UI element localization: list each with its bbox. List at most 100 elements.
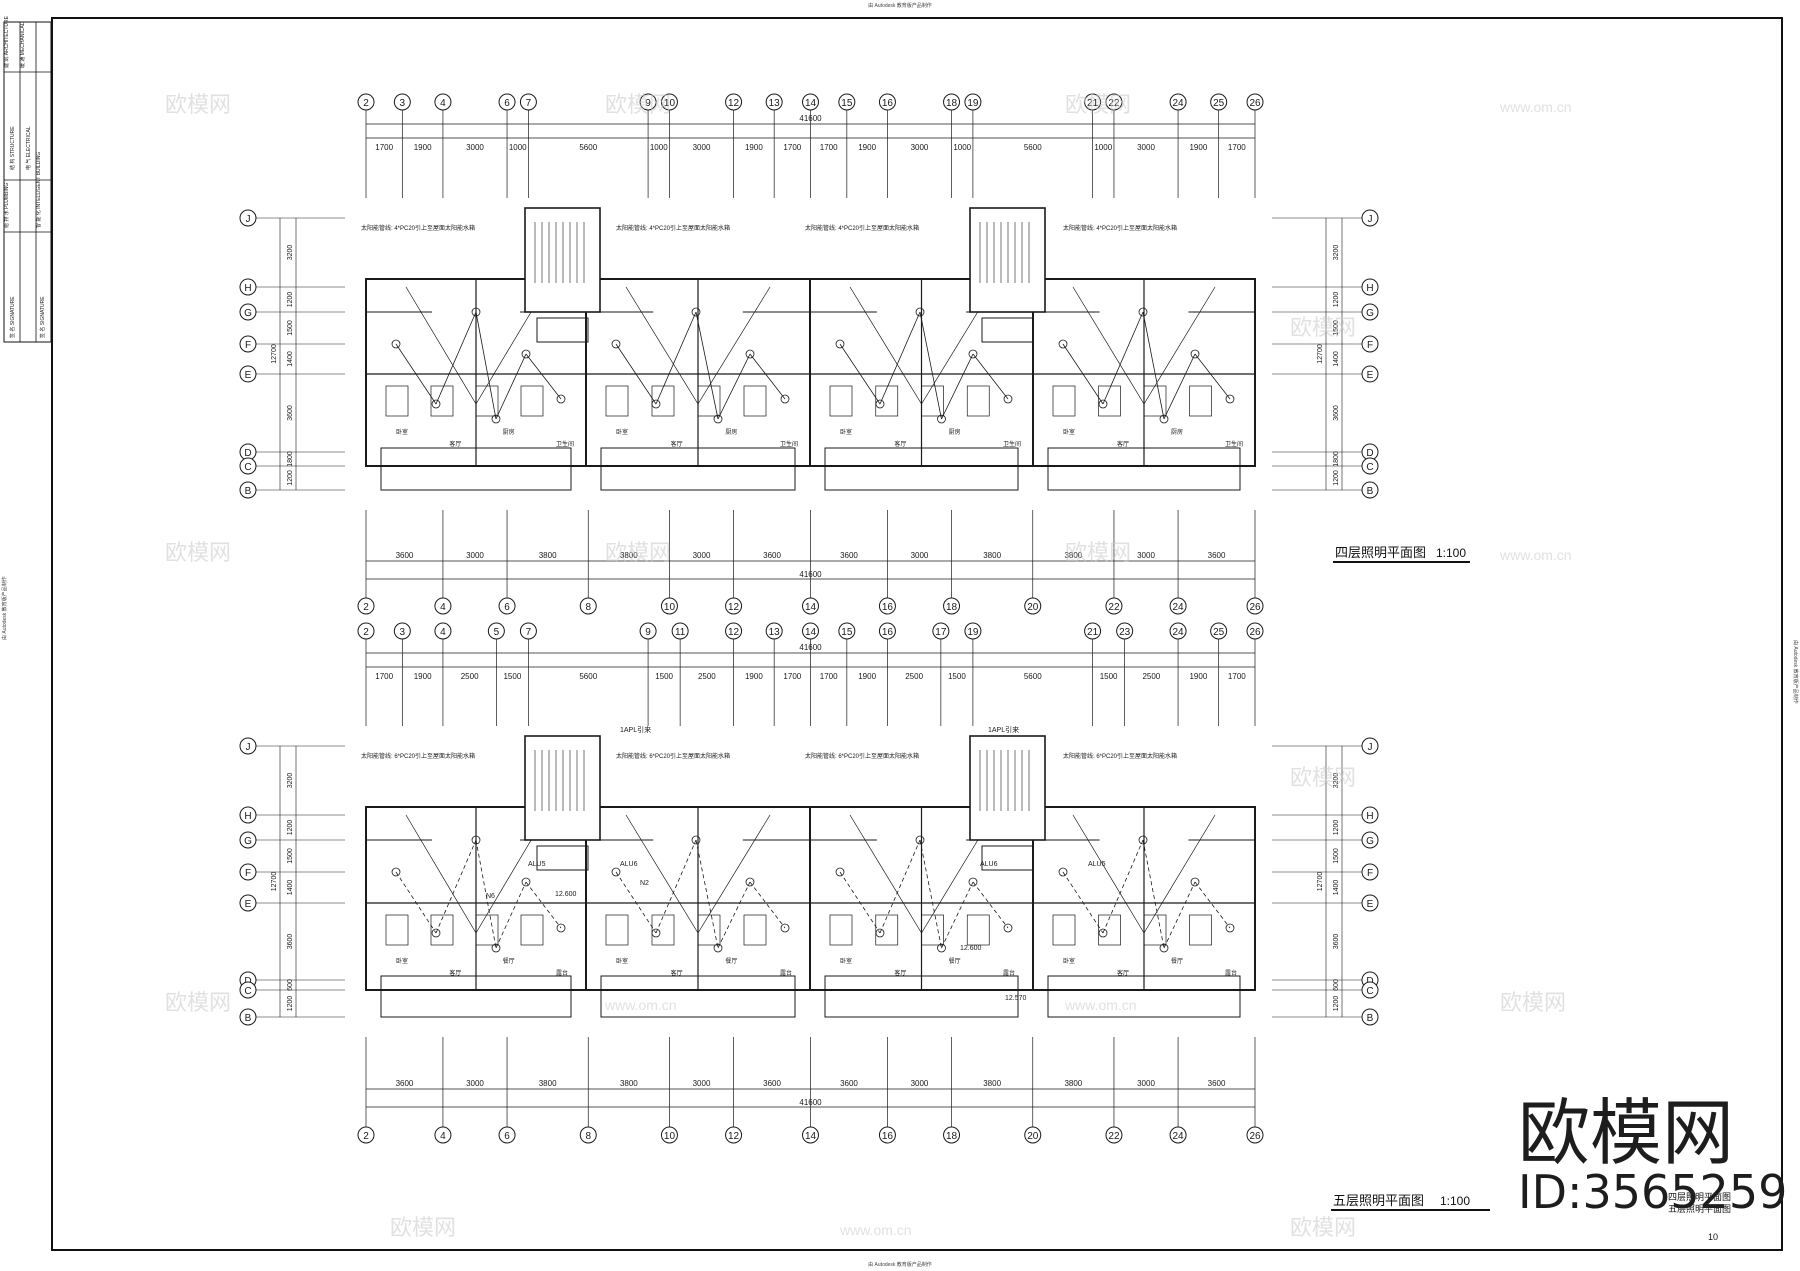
axis-label-bottom: 20 — [1027, 1131, 1039, 1142]
dim-bottom: 3600 — [396, 1079, 414, 1088]
dim-row: 1500 — [287, 848, 294, 864]
watermark-brand-faint: 欧模网 — [165, 540, 231, 565]
dim-row-total: 12700 — [271, 872, 278, 892]
room-label: 卧室 — [1063, 957, 1075, 965]
dim-bottom: 3000 — [911, 1079, 929, 1088]
axis-label-bottom: 22 — [1108, 602, 1120, 613]
dim-bottom: 3000 — [466, 551, 484, 560]
dim-row: 600 — [1333, 979, 1340, 991]
plan-scale-floor4: 1:100 — [1436, 546, 1466, 560]
dim-bottom: 3000 — [1137, 551, 1155, 560]
circuit-tag: 1APL引来 — [620, 725, 651, 734]
axis-label-bottom: 14 — [805, 602, 817, 613]
room-label: 客厅 — [449, 440, 461, 448]
drawing-name-line2: 五层照明平面图 — [1668, 1204, 1731, 1214]
row-label-right: G — [1366, 836, 1374, 847]
watermark-main: 欧模网 ID:3565259 — [1518, 1091, 1787, 1219]
dim-row: 1200 — [1333, 820, 1340, 836]
header-note: 由 Autodesk 教育版产品制作 — [868, 2, 932, 9]
axis-label-bottom: 14 — [805, 1131, 817, 1142]
axis-label-bottom: 8 — [585, 1131, 591, 1142]
title-block-row: 结 构 STRUCTURE — [9, 126, 16, 170]
dim-row: 1200 — [1333, 292, 1340, 308]
axis-label-bottom: 18 — [946, 1131, 958, 1142]
row-label-left: J — [246, 214, 251, 225]
dim-row: 1400 — [1333, 880, 1340, 896]
room-label: 客厅 — [1117, 969, 1129, 977]
axis-bubble-bottom — [1246, 597, 1264, 615]
axis-label-top: 4 — [440, 627, 446, 638]
dim-row: 1200 — [1333, 470, 1340, 486]
dim-top: 2500 — [461, 672, 479, 681]
room-label: 卫生间 — [556, 440, 574, 448]
axis-label-top: 13 — [769, 627, 781, 638]
dim-top: 1700 — [783, 143, 801, 152]
dim-row: 1200 — [287, 820, 294, 836]
room-label: 露台 — [1003, 969, 1015, 977]
dim-top: 2500 — [905, 672, 923, 681]
dim-top: 5600 — [579, 143, 597, 152]
dim-top: 5600 — [1024, 672, 1042, 681]
room-label: 卧室 — [840, 428, 852, 436]
row-label-right: H — [1366, 283, 1373, 294]
axis-bubble-bottom — [878, 597, 896, 615]
circuit-tag: 12.570 — [1005, 995, 1027, 1002]
row-label-left: F — [245, 340, 251, 351]
dim-top: 1900 — [858, 143, 876, 152]
room-label: 客厅 — [1117, 440, 1129, 448]
dim-top: 5600 — [1024, 143, 1042, 152]
row-label-right: C — [1366, 986, 1373, 997]
axis-label-bottom: 2 — [363, 602, 369, 613]
watermark-site: www.om.cn — [1064, 997, 1137, 1013]
axis-label-top: 26 — [1249, 627, 1261, 638]
row-label-right: B — [1367, 486, 1374, 497]
axis-label-top: 21 — [1087, 627, 1099, 638]
room-label: 客厅 — [671, 969, 683, 977]
dim-bottom: 3600 — [1208, 1079, 1226, 1088]
room-label: 餐厅 — [1171, 957, 1183, 965]
row-label-left: E — [245, 899, 252, 910]
axis-label-bottom: 12 — [728, 1131, 740, 1142]
dim-row: 1200 — [287, 996, 294, 1012]
dim-row: 1400 — [287, 880, 294, 896]
leader-note: 太阳能管线: 4*PC20引上至屋面太阳能水箱 — [1063, 224, 1177, 232]
axis-label-top: 16 — [882, 627, 894, 638]
watermark-id: ID:3565259 — [1518, 1165, 1787, 1219]
dim-top: 1000 — [650, 143, 668, 152]
row-label-right: E — [1367, 370, 1374, 381]
row-label-right: F — [1367, 868, 1373, 879]
dim-bottom: 3600 — [1208, 551, 1226, 560]
axis-label-top: 10 — [664, 98, 676, 109]
axis-bubble-bottom — [1105, 597, 1123, 615]
row-label-right: G — [1366, 308, 1374, 319]
dim-row: 1200 — [287, 470, 294, 486]
circuit-tag: ALU5 — [1088, 861, 1106, 868]
dim-row: 3200 — [1333, 245, 1340, 261]
room-label: 客厅 — [671, 440, 683, 448]
axis-label-bottom: 18 — [946, 602, 958, 613]
dim-top: 1900 — [858, 672, 876, 681]
watermark-site: www.om.cn — [839, 1222, 912, 1238]
room-label: 卧室 — [1063, 428, 1075, 436]
axis-bubble-bottom — [1024, 1126, 1042, 1144]
dim-top: 1900 — [1189, 672, 1207, 681]
side-note-left: 由 Autodesk 教育版产品制作 — [1, 576, 8, 640]
axis-label-bottom: 10 — [664, 1131, 676, 1142]
axis-label-bottom: 8 — [585, 602, 591, 613]
dim-bottom: 3600 — [396, 551, 414, 560]
sheet-border — [51, 17, 1783, 1251]
dim-row: 3600 — [1333, 405, 1340, 421]
circuit-tag: N6 — [486, 893, 495, 900]
axis-label-top: 18 — [946, 98, 958, 109]
axis-label-top: 22 — [1108, 98, 1120, 109]
row-label-left: E — [245, 370, 252, 381]
dim-row: 1500 — [1333, 848, 1340, 864]
leader-note: 太阳能管线: 6*PC20引上至屋面太阳能水箱 — [616, 752, 730, 760]
axis-label-top: 3 — [400, 627, 406, 638]
dim-row: 1400 — [1333, 351, 1340, 367]
circuit-tag: ALU6 — [620, 861, 638, 868]
room-label: 卧室 — [616, 428, 628, 436]
axis-bubble-bottom — [498, 1126, 516, 1144]
dim-bottom: 3600 — [763, 551, 781, 560]
dim-top: 1900 — [414, 143, 432, 152]
